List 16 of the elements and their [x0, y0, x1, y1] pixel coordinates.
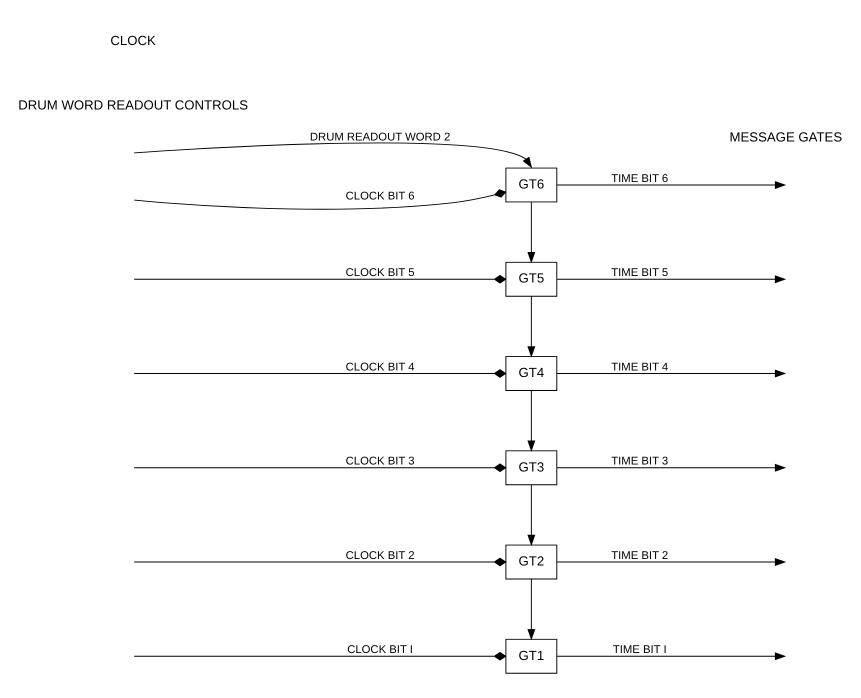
edge-label: CLOCK BIT 4 — [346, 361, 415, 374]
edge-label: TIME BIT 3 — [611, 456, 668, 468]
edge-label: TIME BIT I — [612, 644, 667, 656]
edge-label: CLOCK BIT 3 — [346, 456, 415, 468]
edge-label: TIME BIT 6 — [611, 172, 668, 185]
edge-label: TIME BIT 5 — [611, 267, 668, 280]
edge-label: TIME BIT 4 — [611, 361, 668, 374]
edge-label: DRUM READOUT WORD 2 — [310, 131, 450, 144]
edge-label: CLOCK BIT I — [347, 644, 413, 656]
edge-label: CLOCK BIT 2 — [346, 550, 415, 562]
edge-label: TIME BIT 2 — [611, 550, 668, 562]
edge-label: CLOCK BIT 5 — [346, 267, 415, 280]
label: MESSAGE GATES — [730, 129, 842, 144]
label: DRUM WORD READOUT CONTROLS — [18, 97, 248, 112]
label: CLOCK — [110, 33, 156, 48]
edge-label: CLOCK BIT 6 — [346, 190, 415, 203]
